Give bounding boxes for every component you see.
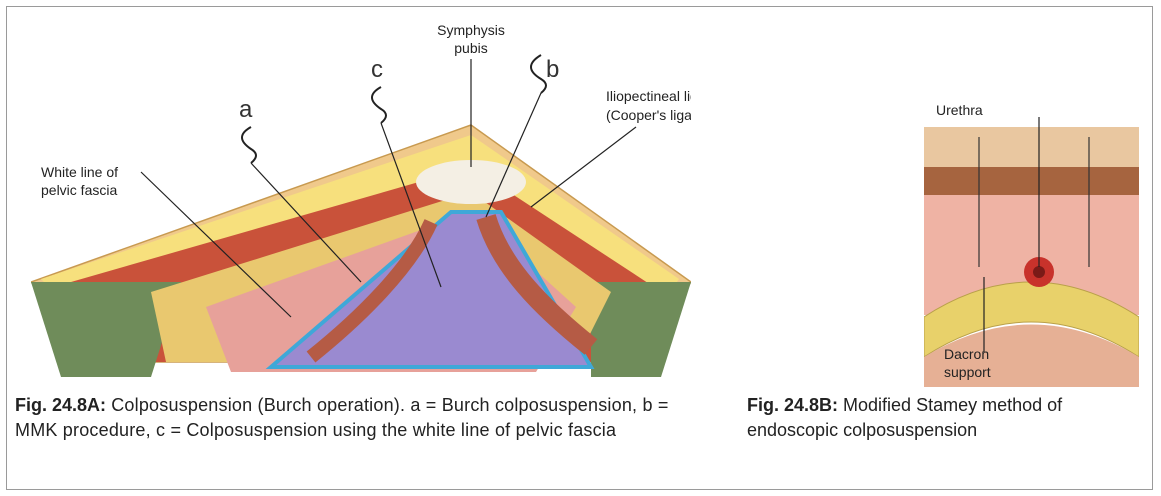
- label-iliopectineal-1: Iliopectineal ligament: [606, 88, 691, 104]
- label-symphysis-1: Symphysis: [437, 22, 505, 38]
- label-c: c: [371, 56, 383, 83]
- figure-a-caption-text: Colposuspension (Burch operation). a = B…: [15, 395, 669, 440]
- label-iliopectineal-2: (Cooper's ligament): [606, 107, 691, 123]
- figure-b-caption: Fig. 24.8B: Modified Stamey method of en…: [747, 393, 1147, 443]
- label-dacron-1: Dacron: [944, 346, 989, 362]
- figure-b-number: Fig. 24.8B:: [747, 395, 838, 415]
- label-dacron-2: support: [944, 364, 991, 380]
- label-symphysis-2: pubis: [454, 40, 487, 56]
- figure-a-caption: Fig. 24.8A: Colposuspension (Burch opera…: [15, 393, 705, 443]
- label-white-line-2: pelvic fascia: [41, 182, 117, 198]
- label-white-line-1: White line of: [41, 164, 118, 180]
- label-b: b: [546, 56, 559, 83]
- figure-panel: Symphysis pubis Iliopectineal ligament (…: [6, 6, 1153, 490]
- label-urethra: Urethra: [936, 102, 983, 118]
- label-a: a: [239, 96, 253, 123]
- figure-a-number: Fig. 24.8A:: [15, 395, 106, 415]
- figure-b-illustration: Urethra Dacron support: [924, 87, 1139, 387]
- figure-a-illustration: Symphysis pubis Iliopectineal ligament (…: [31, 17, 691, 387]
